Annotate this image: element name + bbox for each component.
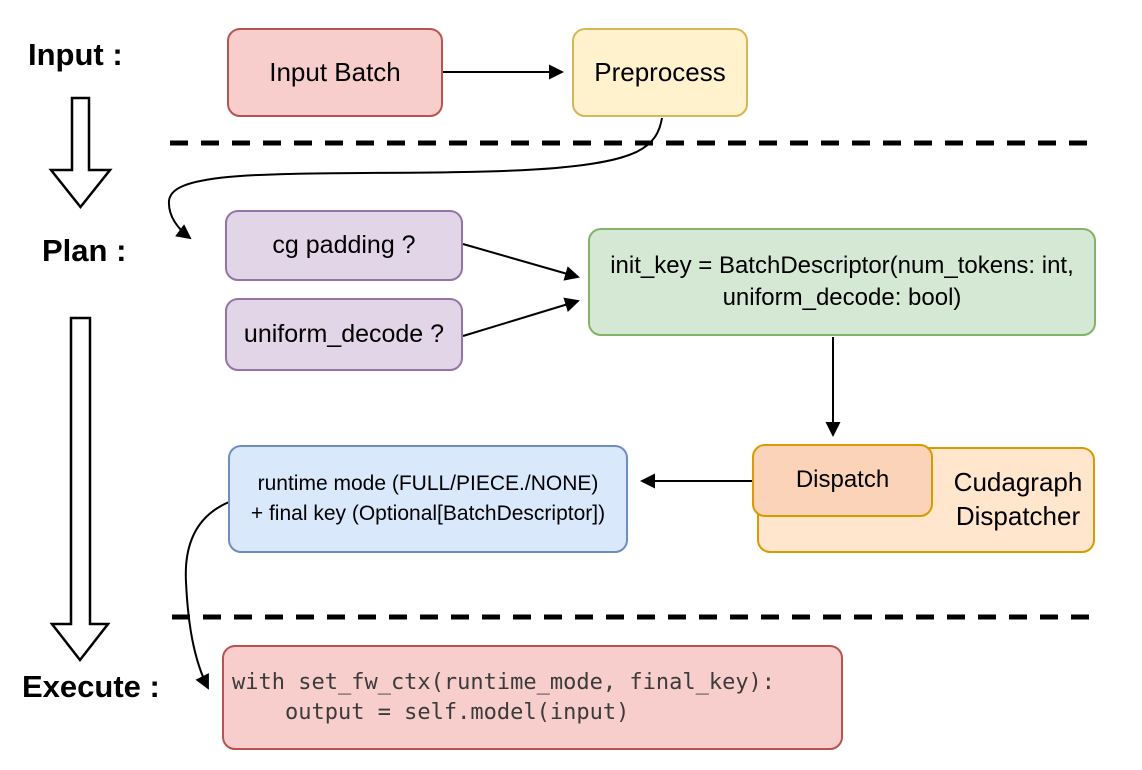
node-input-batch-label: Input Batch <box>269 56 401 87</box>
arrow-uniform-decode-to-init-key <box>462 297 580 337</box>
arrow-cg-padding-to-init-key <box>462 243 580 281</box>
node-init-key-line1: init_key = BatchDescriptor(num_tokens: i… <box>610 251 1074 279</box>
node-dispatch: Dispatch <box>752 444 933 517</box>
plan-phase-down-arrow <box>49 316 111 663</box>
node-runtime-mode-line2: + final key (Optional[BatchDescriptor]) <box>250 502 606 525</box>
input-phase-label: Input : <box>28 37 123 72</box>
node-preprocess: Preprocess <box>572 28 748 117</box>
node-runtime-mode-line1: runtime mode (FULL/PIECE./NONE) <box>257 471 599 495</box>
node-init-key: init_key = BatchDescriptor(num_tokens: i… <box>588 228 1096 336</box>
node-dispatch-label: Dispatch <box>795 466 890 494</box>
plan-phase-label: Plan : <box>42 233 127 268</box>
input-phase-down-arrow <box>48 96 113 210</box>
node-cudagraph-dispatcher-label: Cudagraph Dispatcher <box>944 449 1092 551</box>
execute-code-line2: output = self.model(input) <box>232 699 630 725</box>
node-cg-padding-label: cg padding ? <box>272 230 416 259</box>
node-uniform-decode: uniform_decode ? <box>225 298 463 371</box>
node-preprocess-label: Preprocess <box>594 56 726 87</box>
execute-phase-label: Execute : <box>22 669 160 704</box>
node-cg-padding: cg padding ? <box>225 210 463 281</box>
node-execute-code: with set_fw_ctx(runtime_mode, final_key)… <box>222 645 843 750</box>
cudagraph-line2: Dispatcher <box>955 501 1081 531</box>
node-runtime-mode: runtime mode (FULL/PIECE./NONE) + final … <box>228 445 628 553</box>
node-init-key-line2: uniform_decode: bool) <box>722 284 962 311</box>
node-uniform-decode-label: uniform_decode ? <box>243 319 445 348</box>
execute-code-line1: with set_fw_ctx(runtime_mode, final_key)… <box>232 669 776 695</box>
cudagraph-line1: Cudagraph <box>953 467 1083 498</box>
node-input-batch: Input Batch <box>227 28 443 117</box>
